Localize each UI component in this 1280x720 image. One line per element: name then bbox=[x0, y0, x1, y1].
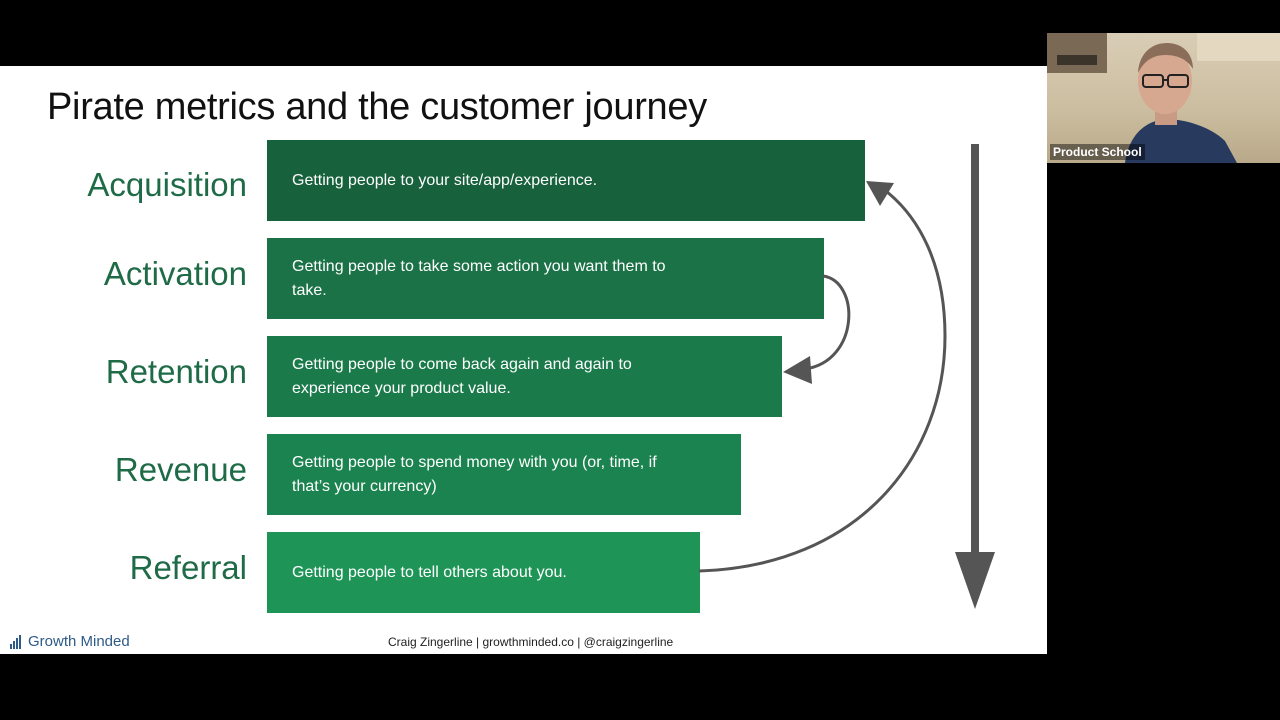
activation-to-retention-arrow bbox=[804, 274, 851, 371]
stage-label-referral: Referral bbox=[129, 549, 247, 586]
stage-description: Getting people to your site/app/experien… bbox=[292, 171, 598, 189]
referral-to-acquisition-arrow bbox=[698, 186, 947, 573]
stage-description: Getting people to tell others about you. bbox=[292, 563, 567, 581]
stage-description: Getting people to come back again and ag… bbox=[292, 355, 632, 397]
stage-bar-acquisition: Getting people to your site/app/experien… bbox=[267, 140, 865, 221]
bar-chart-icon bbox=[10, 634, 21, 649]
stage-bar-revenue: Getting people to spend money with you (… bbox=[267, 434, 741, 515]
activation-to-retention-arrowhead bbox=[783, 356, 812, 384]
stage-bar-activation: Getting people to take some action you w… bbox=[267, 238, 824, 319]
funnel-down-arrow-head bbox=[955, 552, 995, 609]
participant-name: Product School bbox=[1050, 144, 1145, 160]
journey-arrows bbox=[698, 144, 995, 609]
stage-label-acquisition: Acquisition bbox=[87, 166, 247, 203]
slide-title: Pirate metrics and the customer journey bbox=[47, 86, 707, 128]
referral-to-acquisition-arrowhead bbox=[866, 181, 894, 206]
webcam-tile[interactable]: Product School bbox=[1047, 33, 1280, 163]
participant-video bbox=[1047, 33, 1280, 163]
footer-credit: Craig Zingerline | growthminded.co | @cr… bbox=[388, 635, 674, 649]
funnel-down-arrow-shaft bbox=[971, 144, 979, 554]
presentation-slide: Pirate metrics and the customer journey … bbox=[0, 66, 1047, 654]
stage-label-revenue: Revenue bbox=[114, 451, 247, 488]
stage-label-activation: Activation bbox=[103, 255, 247, 292]
logo-text: Growth Minded bbox=[28, 633, 130, 650]
stage-description: Getting people to take some action you w… bbox=[292, 257, 666, 299]
stage-description: Getting people to spend money with you (… bbox=[292, 453, 657, 495]
growth-minded-logo: Growth Minded bbox=[10, 633, 130, 650]
stage-bar-referral: Getting people to tell others about you. bbox=[267, 532, 700, 613]
stage-bar-retention: Getting people to come back again and ag… bbox=[267, 336, 782, 417]
stage-label-retention: Retention bbox=[105, 353, 247, 390]
